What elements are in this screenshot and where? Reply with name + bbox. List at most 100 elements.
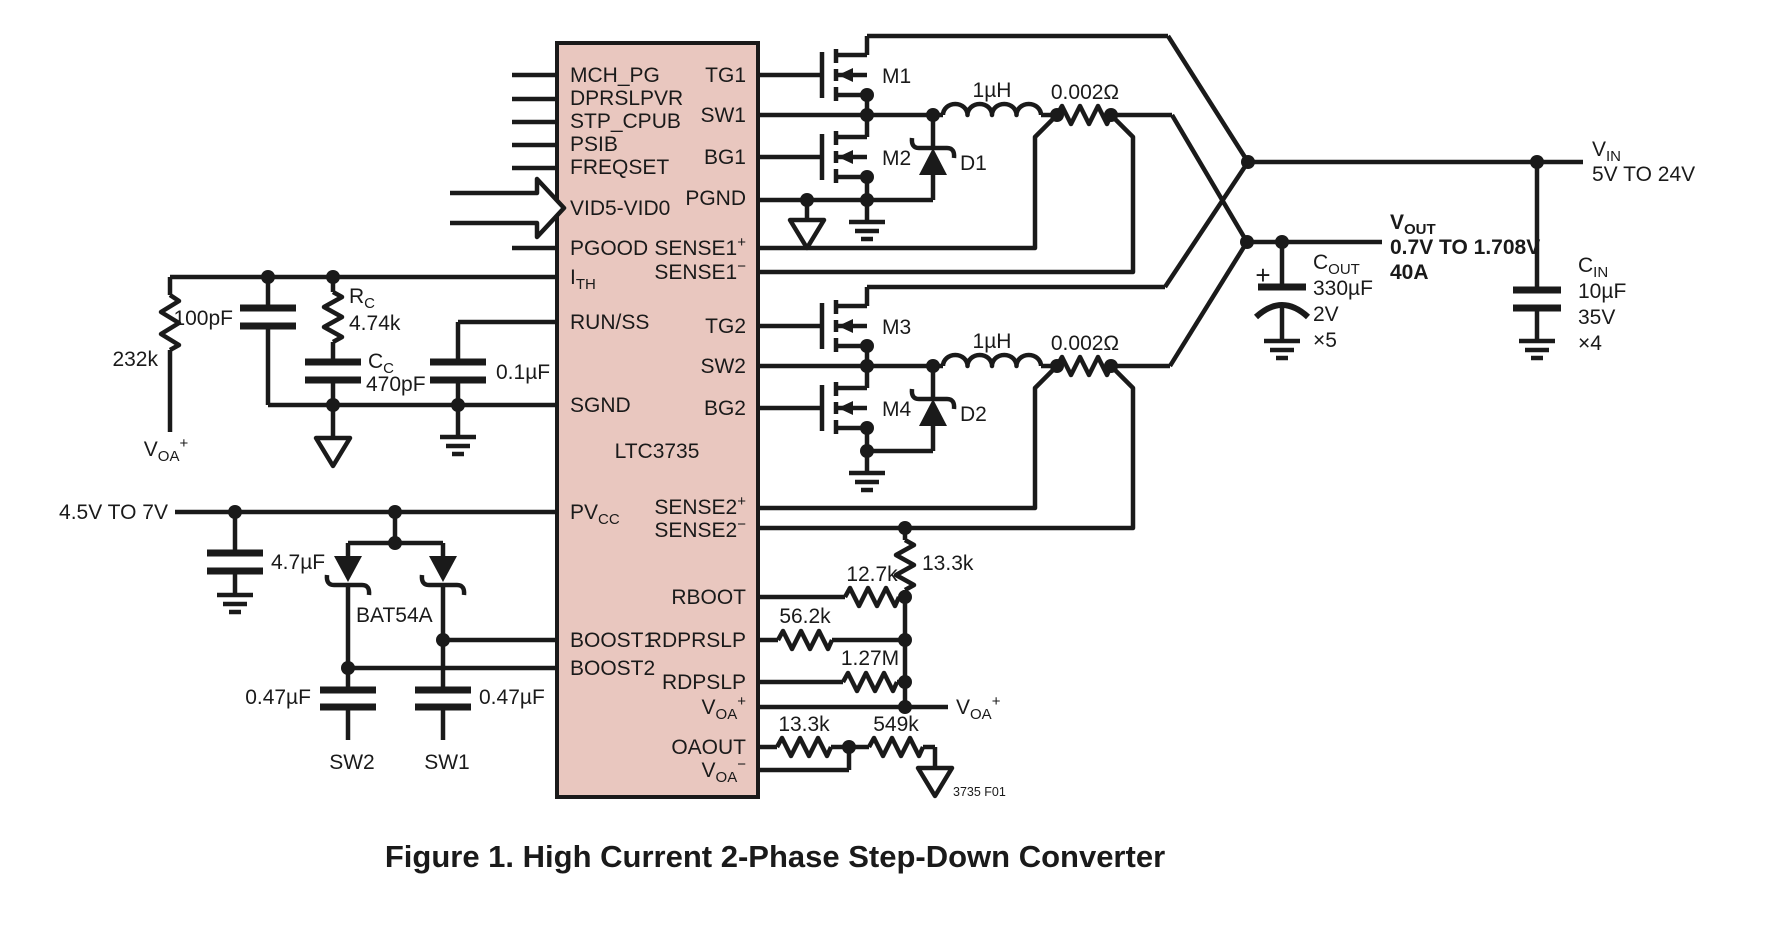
pin-label-bg1: BG1	[704, 146, 746, 169]
phase1-power-stage	[758, 33, 1250, 275]
label-cc: CC	[368, 350, 394, 377]
pin-label-sense2-minus: SENSE2−	[654, 516, 746, 542]
pin-label-bg2: BG2	[704, 397, 746, 420]
pin-label-tg2: TG2	[705, 315, 746, 338]
pin-label-pvcc: PVCC	[570, 501, 620, 528]
mosfet-m1-icon	[758, 49, 874, 102]
label-css: 0.1µF	[496, 361, 550, 384]
label-r13k3-oaout: 13.3k	[778, 713, 830, 736]
label-cout-value: 330µF	[1313, 277, 1373, 300]
pin-label-oaout: OAOUT	[671, 736, 746, 759]
label-cout: COUT	[1313, 251, 1360, 278]
label-voa-plus-right: VOA+	[956, 693, 1001, 723]
label-voa-plus-left: VOA+	[144, 435, 189, 465]
vid-bus-arrow	[450, 176, 567, 240]
pin-label-rdprslp: RDPRSLP	[647, 629, 746, 652]
signal-ground-icon	[316, 438, 350, 466]
pin-label-tg1: TG1	[705, 64, 746, 87]
earth-ground-icon	[1519, 341, 1555, 358]
pin-label-mch-pg: MCH_PG	[570, 64, 660, 87]
pin-label-psib: PSIB	[570, 133, 618, 156]
pin-label-sense1-minus: SENSE1−	[654, 258, 746, 284]
pin-label-run-ss: RUN/SS	[570, 311, 649, 334]
label-inductor2: 1µH	[973, 330, 1012, 353]
pin-label-rdpslp: RDPSLP	[662, 671, 746, 694]
signal-ground-icon	[918, 768, 952, 796]
label-rc: RC	[349, 285, 375, 312]
label-cc-value: 470pF	[366, 373, 426, 396]
label-c47uf: 4.7µF	[271, 551, 325, 574]
pin-label-sw2: SW2	[700, 355, 746, 378]
label-bat54a: BAT54A	[356, 604, 433, 627]
phase2-power-stage	[758, 160, 1250, 531]
earth-ground-icon	[440, 437, 476, 454]
label-cout-polarity: +	[1255, 260, 1270, 290]
label-rc-value: 4.74k	[349, 312, 401, 335]
pin-label-voa-plus: VOA+	[702, 693, 747, 723]
label-r56k2: 56.2k	[779, 605, 831, 628]
pin-label-sense1-plus: SENSE1+	[654, 234, 746, 260]
mosfet-m2-icon	[758, 131, 874, 184]
pin-label-ith: ITH	[570, 266, 596, 293]
ith-compensation-network	[158, 270, 557, 466]
pin-label-sgnd: SGND	[570, 394, 631, 417]
pin-label-dprslpvr: DPRSLPVR	[570, 87, 683, 110]
label-sense-resistor1: 0.002Ω	[1051, 81, 1119, 104]
label-pvcc-range: 4.5V TO 7V	[59, 501, 168, 524]
label-vout-current: 40A	[1390, 261, 1429, 284]
control-input-stubs	[512, 72, 557, 251]
label-r232k: 232k	[112, 348, 158, 371]
label-sw1-net: SW1	[424, 751, 470, 774]
label-m1: M1	[882, 65, 911, 88]
label-r549k: 549k	[873, 713, 919, 736]
label-r13k3-vertical: 13.3k	[922, 552, 974, 575]
label-cboost2: 0.47µF	[245, 686, 311, 709]
pin-label-vid: VID5-VID0	[570, 197, 670, 220]
ic-ltc3735	[555, 41, 760, 799]
label-cin-voltage: 35V	[1578, 306, 1615, 329]
pin-label-rboot: RBOOT	[671, 586, 746, 609]
label-vout-range: 0.7V TO 1.708V	[1390, 236, 1540, 259]
pin-label-stp-cpub: STP_CPUB	[570, 110, 681, 133]
label-m3: M3	[882, 316, 911, 339]
earth-ground-icon	[1264, 341, 1300, 358]
label-cin-value: 10µF	[1578, 280, 1626, 303]
power-ground-icon	[790, 220, 824, 248]
pin-label-boost2: BOOST2	[570, 657, 655, 680]
pin-label-sense2-plus: SENSE2+	[654, 493, 746, 519]
label-sense-resistor2: 0.002Ω	[1051, 332, 1119, 355]
feedback-resistor-network	[758, 521, 952, 796]
pin-label-freqset: FREQSET	[570, 156, 669, 179]
pin-label-voa-minus: VOA−	[702, 756, 747, 786]
label-cout-voltage: 2V	[1313, 303, 1339, 326]
pin-label-pgnd: PGND	[685, 187, 746, 210]
earth-ground-icon	[217, 595, 253, 612]
figure-caption: Figure 1. High Current 2-Phase Step-Down…	[385, 839, 1165, 874]
label-m2: M2	[882, 147, 911, 170]
pvcc-boost-circuit	[175, 505, 557, 740]
ic-part-number: LTC3735	[615, 440, 700, 463]
figure-note: 3735 F01	[953, 785, 1006, 799]
label-vout: VOUT	[1390, 211, 1436, 238]
label-r12k7: 12.7k	[846, 563, 898, 586]
pin-label-sw1: SW1	[700, 104, 746, 127]
label-vin: VIN	[1592, 138, 1621, 165]
vin-vout-rails	[1240, 155, 1583, 358]
label-cin: CIN	[1578, 254, 1608, 281]
label-r1m27: 1.27M	[841, 647, 899, 670]
label-d2: D2	[960, 403, 987, 426]
label-inductor1: 1µH	[973, 79, 1012, 102]
label-cin-count: ×4	[1578, 332, 1602, 355]
label-cout-count: ×5	[1313, 329, 1337, 352]
earth-ground-icon	[849, 473, 885, 490]
label-d1: D1	[960, 152, 987, 175]
label-vin-range: 5V TO 24V	[1592, 163, 1695, 186]
label-c100pf: 100pF	[173, 307, 233, 330]
earth-ground-icon	[849, 222, 885, 239]
label-m4: M4	[882, 398, 911, 421]
pin-label-pgood: PGOOD	[570, 237, 648, 260]
mosfet-m4-icon	[758, 382, 874, 435]
label-cboost1: 0.47µF	[479, 686, 545, 709]
